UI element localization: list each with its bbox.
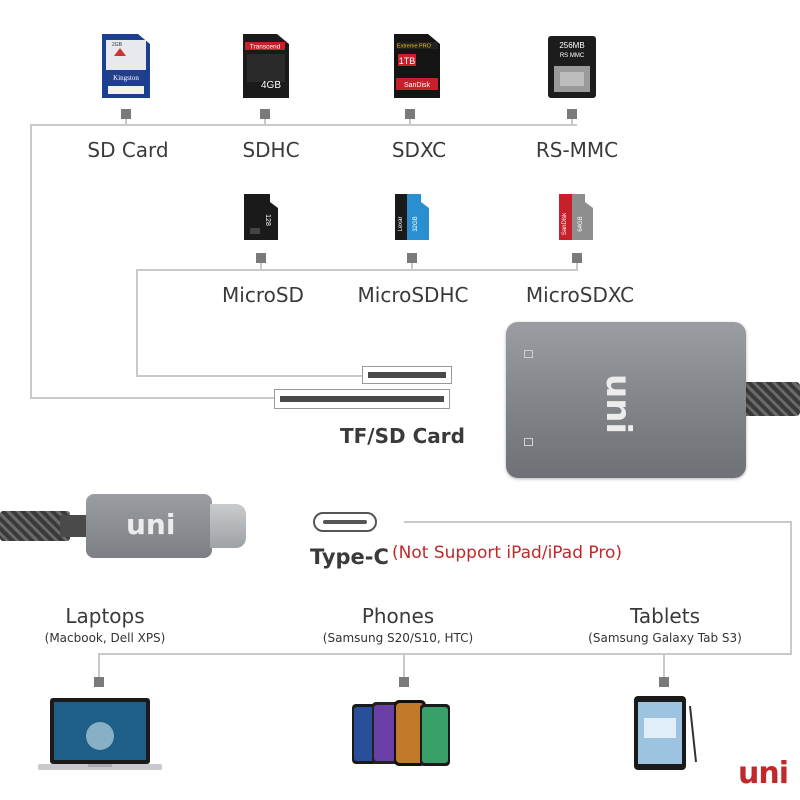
svg-text:SanDisk: SanDisk — [404, 82, 431, 89]
svg-text:Transcend: Transcend — [250, 44, 281, 51]
node-sdhc — [260, 109, 270, 119]
tf-card-slot — [362, 366, 452, 384]
svg-text:4GB: 4GB — [261, 80, 281, 91]
stub-tablets — [663, 653, 665, 681]
devices-bus-line — [98, 653, 792, 655]
typec-feed-line — [404, 521, 792, 523]
label-tablets: Tablets — [630, 604, 700, 628]
svg-text:Lexar: Lexar — [398, 216, 404, 231]
node-microsdhc — [407, 253, 417, 263]
sd-slot-feed-line — [30, 397, 278, 399]
node-phones — [399, 677, 409, 687]
sdxc-card-image: Extreme PRO 1TB SanDisk — [394, 34, 440, 98]
svg-text:32GB: 32GB — [413, 216, 419, 231]
node-rsmmc — [567, 109, 577, 119]
stub-sd — [125, 116, 127, 125]
stub-laptops — [98, 653, 100, 681]
label-sdxc: SDXC — [391, 138, 447, 162]
sdhc-card-image: Transcend 4GB — [243, 34, 289, 98]
label-phones: Phones — [361, 604, 435, 628]
tf-slot-feed-line — [136, 375, 363, 377]
stub-microsdhc — [411, 260, 413, 270]
tf-slot-indicator-icon — [524, 350, 533, 358]
label-microsdxc: MicroSDXC — [525, 283, 635, 307]
rsmmc-card-image: 256MB RS MMC — [548, 36, 596, 98]
sd-card-slot — [274, 389, 450, 409]
svg-text:256MB: 256MB — [559, 41, 584, 50]
stub-sdhc — [264, 116, 266, 125]
label-sd-card: SD Card — [87, 138, 169, 162]
microsd-card-image: 128 — [244, 194, 278, 240]
svg-text:128: 128 — [264, 214, 271, 226]
svg-text:Kingston: Kingston — [113, 74, 139, 82]
svg-text:SanDisk: SanDisk — [562, 212, 568, 235]
plug-strain-relief — [60, 515, 90, 537]
node-sdxc — [405, 109, 415, 119]
brand-uni-logo: uni — [738, 756, 789, 791]
label-rs-mmc: RS-MMC — [535, 138, 619, 162]
label-laptops: Laptops — [65, 604, 145, 628]
svg-text:2GB: 2GB — [112, 42, 123, 48]
row1-drop-line — [30, 124, 32, 399]
sublabel-tablets: (Samsung Galaxy Tab S3) — [588, 631, 742, 645]
node-microsdxc — [572, 253, 582, 263]
adapter-uni-logo: uni — [598, 374, 638, 435]
stub-microsdxc — [576, 260, 578, 270]
node-microsd — [256, 253, 266, 263]
phones-image — [350, 698, 456, 768]
stub-microsd — [260, 260, 262, 270]
type-c-port-icon — [313, 512, 377, 532]
node-tablets — [659, 677, 669, 687]
adapter-cable — [740, 382, 800, 416]
svg-text:Extreme PRO: Extreme PRO — [397, 44, 432, 50]
svg-text:64GB: 64GB — [578, 216, 584, 231]
typec-drop-line — [790, 521, 792, 655]
tablet-image — [634, 696, 698, 770]
microsdxc-card-image: SanDisk 64GB — [559, 194, 593, 240]
usb-c-connector — [210, 504, 246, 548]
row1-bus-line — [30, 124, 577, 126]
microsdhc-card-image: Lexar 32GB — [395, 194, 429, 240]
label-microsdhc: MicroSDHC — [357, 283, 469, 307]
label-type-c: Type-C — [310, 545, 389, 569]
sd-card-image: Kingston 2GB — [102, 34, 150, 98]
label-tf-sd-card: TF/SD Card — [340, 424, 465, 448]
row2-bus-line — [136, 269, 578, 271]
svg-text:RS MMC: RS MMC — [560, 53, 585, 59]
label-microsd: MicroSD — [222, 283, 304, 307]
sublabel-laptops: (Macbook, Dell XPS) — [44, 631, 166, 645]
svg-text:1TB: 1TB — [399, 56, 416, 66]
sublabel-phones: (Samsung S20/S10, HTC) — [322, 631, 474, 645]
stub-phones — [403, 653, 405, 681]
adapter-body: uni — [506, 322, 746, 478]
plug-body: uni — [86, 494, 212, 558]
node-laptops — [94, 677, 104, 687]
type-c-compatibility-note: (Not Support iPad/iPad Pro) — [392, 543, 622, 563]
plug-cable — [0, 511, 70, 541]
label-sdhc: SDHC — [242, 138, 300, 162]
node-sd — [121, 109, 131, 119]
stub-rsmmc — [571, 116, 573, 125]
sd-slot-indicator-icon — [524, 438, 533, 446]
laptop-image — [38, 698, 162, 772]
row2-drop-line — [136, 269, 138, 377]
stub-sdxc — [409, 116, 411, 125]
plug-uni-logo: uni — [126, 508, 176, 541]
